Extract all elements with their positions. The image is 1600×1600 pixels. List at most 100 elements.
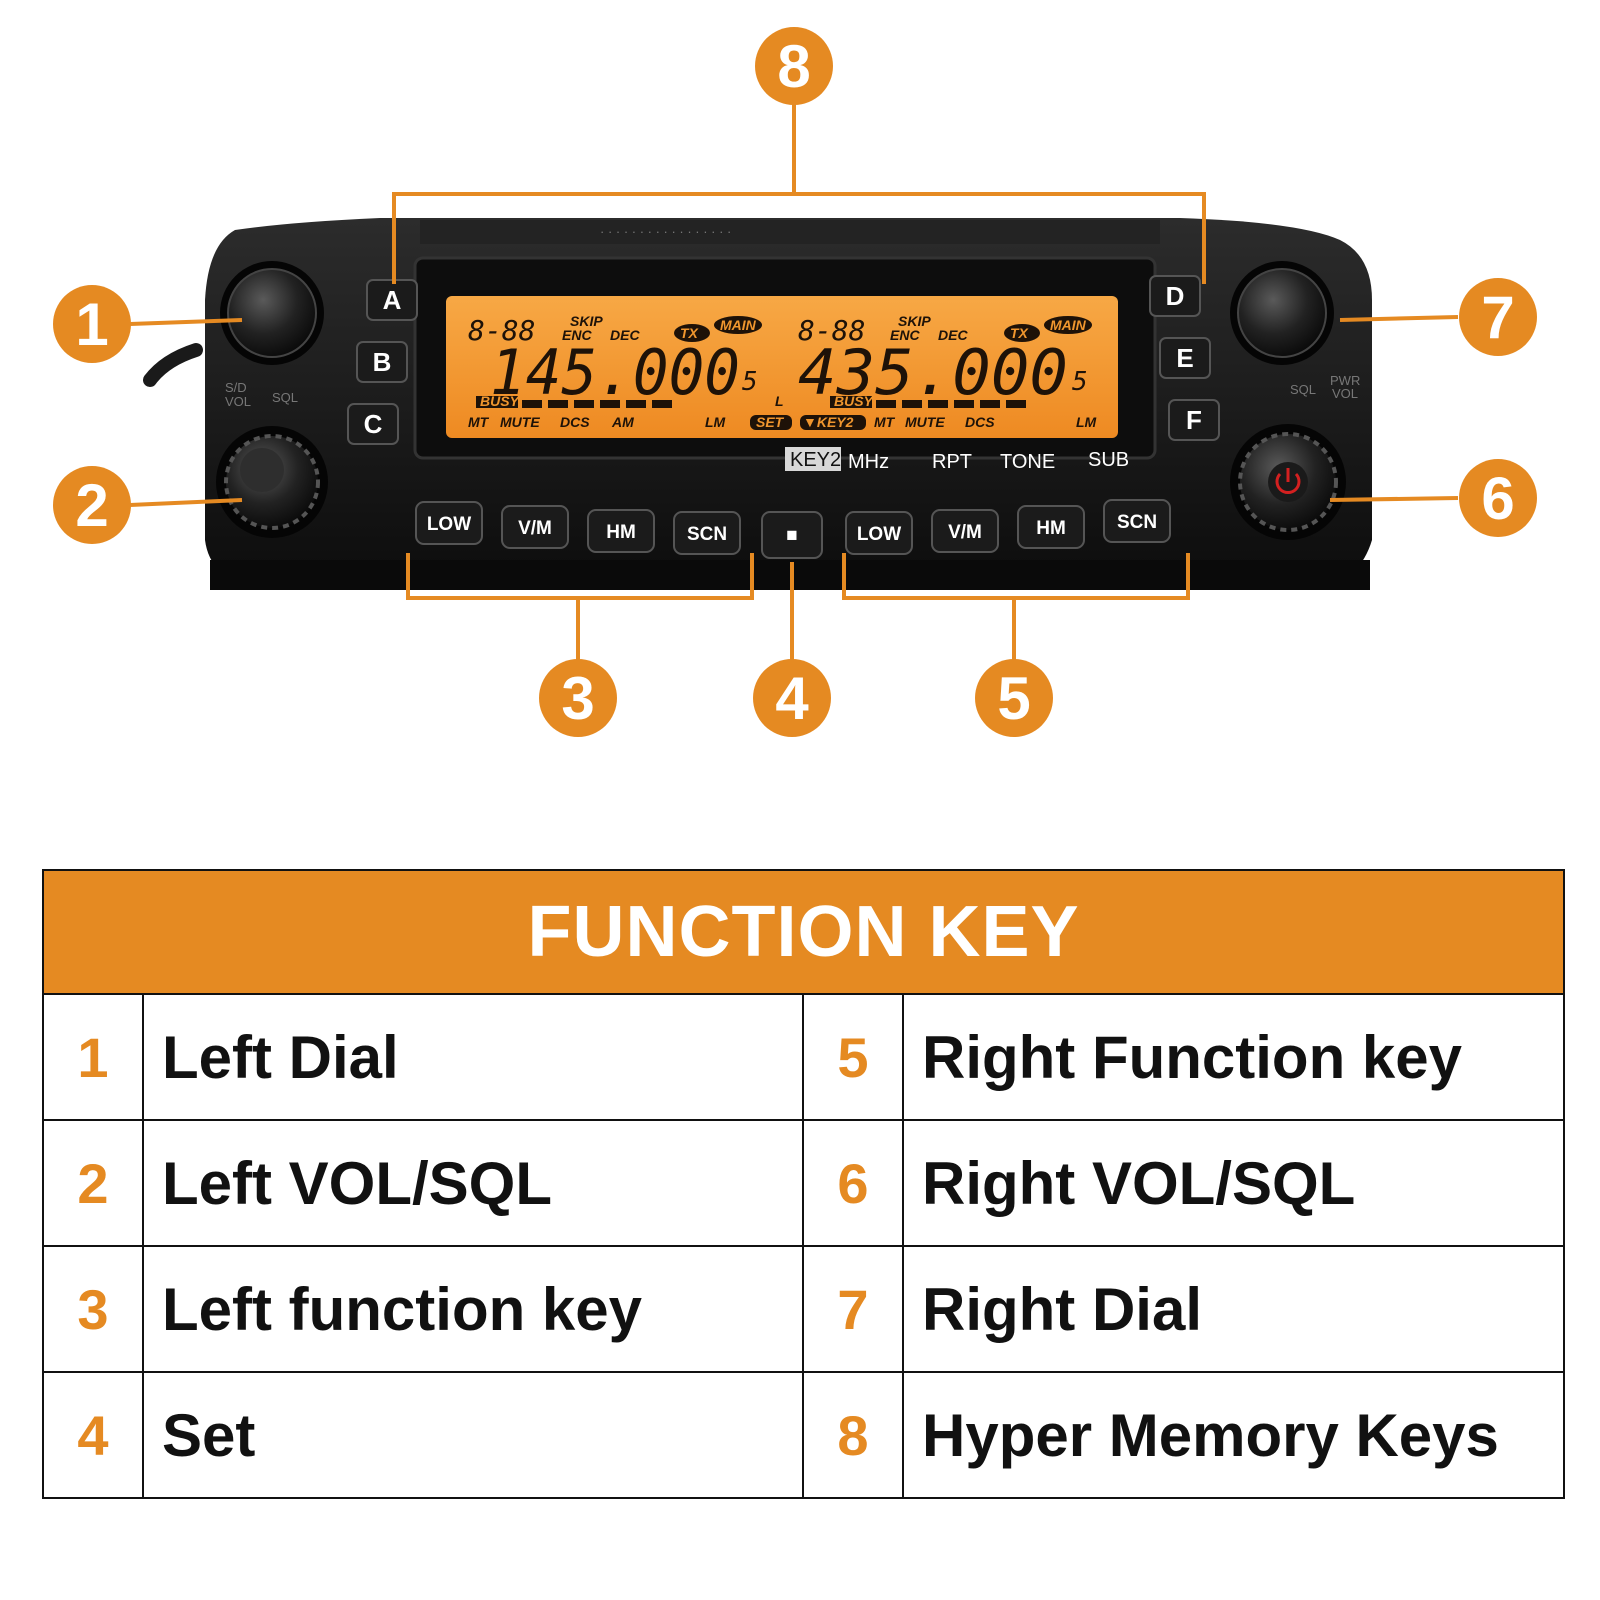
row-function-name: Left VOL/SQL [142, 1119, 804, 1247]
left-vol-sql-knob[interactable] [216, 426, 328, 538]
left-key-hm[interactable]: HM [587, 509, 655, 553]
lcd-right-mt: MT [874, 414, 896, 430]
panel-label-tone: TONE [1000, 451, 1055, 473]
svg-text:1: 1 [75, 291, 108, 358]
row-function-name: Set [142, 1371, 804, 1499]
lcd-right-enc: ENC [890, 327, 920, 343]
row-function-name: Right VOL/SQL [902, 1119, 1565, 1247]
lcd-left-skip: SKIP [570, 313, 603, 329]
lcd-right-busy: BUSY [834, 393, 875, 409]
svg-text:B: B [373, 347, 392, 377]
leader-line-3 [406, 553, 754, 660]
set-key[interactable]: ■ [761, 511, 823, 559]
lcd-right-dec: DEC [938, 327, 968, 343]
hyper-memory-key-e[interactable]: E [1159, 337, 1211, 379]
lcd-left-am: AM [611, 414, 634, 430]
hyper-memory-key-f[interactable]: F [1168, 399, 1220, 441]
right-key-hm[interactable]: HM [1017, 505, 1085, 549]
lcd-display: 8-88 SKIP ENC DEC TX MAIN 145.000 5 BUSY… [413, 256, 1157, 460]
label-sd: S/D [225, 380, 247, 395]
left-function-keys: LOW V/M HM SCN [415, 501, 741, 555]
right-key-low[interactable]: LOW [845, 511, 913, 555]
left-key-low[interactable]: LOW [415, 501, 483, 545]
callout-1: 1 [53, 285, 131, 363]
left-key-scn[interactable]: SCN [673, 511, 741, 555]
lcd-right-band: 8-88 SKIP ENC DEC TX MAIN 435.000 5 BUSY… [798, 313, 1097, 430]
svg-text:HM: HM [606, 522, 636, 543]
power-icon [1275, 468, 1301, 494]
svg-text:SCN: SCN [687, 524, 727, 545]
svg-text:8: 8 [777, 33, 810, 100]
lcd-left-mt: MT [468, 414, 490, 430]
radio-diagram: · · · · · · · · · · · · · · · · · 8-88 S… [53, 27, 1537, 737]
leader-line-6 [1329, 496, 1459, 502]
panel-label-sub: SUB [1088, 449, 1129, 471]
leader-lines [129, 104, 1459, 660]
right-vol-sql-knob[interactable] [1230, 424, 1346, 540]
lcd-right-main: MAIN [1050, 317, 1087, 333]
callout-4: 4 [753, 659, 831, 737]
lcd-left-frequency: 145.000 [490, 336, 740, 409]
lcd-left-enc: ENC [562, 327, 592, 343]
set-key-symbol: ■ [786, 525, 797, 546]
svg-text:SCN: SCN [1117, 512, 1157, 533]
svg-text:D: D [1166, 281, 1185, 311]
table-title: FUNCTION KEY [42, 869, 1565, 995]
panel-label-key2: KEY2 [790, 449, 841, 471]
lcd-right-lm: LM [1076, 414, 1097, 430]
label-sql-left: SQL [272, 390, 298, 405]
lcd-left-lock: L [775, 393, 784, 409]
hyper-memory-key-a[interactable]: A [366, 279, 418, 321]
panel-label-mhz: MHz [848, 451, 889, 473]
leader-line-1 [129, 318, 243, 326]
svg-text:· · · · · · · · · · · ·: · · · · · · · · · · · · · · · · · [600, 224, 731, 239]
row-function-name: Hyper Memory Keys [902, 1371, 1565, 1499]
table-row: 2 Left VOL/SQL 6 Right VOL/SQL [42, 1119, 1565, 1247]
svg-text:2: 2 [75, 472, 108, 539]
left-dial-knob[interactable] [220, 261, 324, 365]
hyper-memory-key-b[interactable]: B [356, 341, 408, 383]
table-row: 1 Left Dial 5 Right Function key [42, 993, 1565, 1121]
lcd-right-skip: SKIP [898, 313, 931, 329]
row-function-name: Right Dial [902, 1245, 1565, 1373]
lcd-right-tx: TX [1010, 325, 1030, 341]
row-number: 6 [802, 1119, 904, 1247]
lcd-right-suffix: 5 [1072, 367, 1088, 397]
right-key-scn[interactable]: SCN [1103, 499, 1171, 543]
lcd-left-channel: 8-88 [468, 314, 535, 347]
svg-text:LOW: LOW [857, 524, 901, 545]
hyper-memory-keys: A B C D E F [347, 275, 1220, 445]
left-key-vm[interactable]: V/M [501, 505, 569, 549]
right-dial-knob[interactable] [1230, 261, 1334, 365]
row-number: 2 [42, 1119, 144, 1247]
lcd-left-suffix: 5 [742, 367, 758, 397]
lcd-set-indicator: SET [756, 414, 785, 430]
lcd-right-channel: 8-88 [798, 314, 865, 347]
hyper-memory-key-d[interactable]: D [1149, 275, 1201, 317]
svg-text:7: 7 [1481, 284, 1514, 351]
lcd-left-main: MAIN [720, 317, 757, 333]
lcd-key2-indicator: ▼KEY2 [803, 414, 854, 430]
right-key-vm[interactable]: V/M [931, 509, 999, 553]
row-number: 1 [42, 993, 144, 1121]
panel-labels: KEY2 MHz RPT TONE SUB [785, 447, 1129, 473]
svg-text:4: 4 [775, 665, 809, 732]
row-number: 5 [802, 993, 904, 1121]
callout-8: 8 [755, 27, 833, 105]
lcd-left-dec: DEC [610, 327, 640, 343]
label-vol-right: VOL [1332, 386, 1358, 401]
power-cable [143, 343, 203, 387]
svg-text:5: 5 [997, 665, 1030, 732]
table-row: 4 Set 8 Hyper Memory Keys [42, 1371, 1565, 1499]
table-row: 3 Left function key 7 Right Dial [42, 1245, 1565, 1373]
function-key-table: FUNCTION KEY 1 Left Dial 5 Right Functio… [42, 869, 1565, 1499]
lcd-left-busy: BUSY [480, 393, 521, 409]
callout-3: 3 [539, 659, 617, 737]
lcd-left-dcs: DCS [560, 414, 590, 430]
right-function-keys: LOW V/M HM SCN [845, 499, 1171, 555]
hyper-memory-key-c[interactable]: C [347, 403, 399, 445]
lcd-right-dcs: DCS [965, 414, 995, 430]
label-sql-right: SQL [1290, 382, 1316, 397]
right-knob-labels: SQL PWR VOL [1290, 373, 1360, 401]
svg-text:E: E [1176, 343, 1193, 373]
